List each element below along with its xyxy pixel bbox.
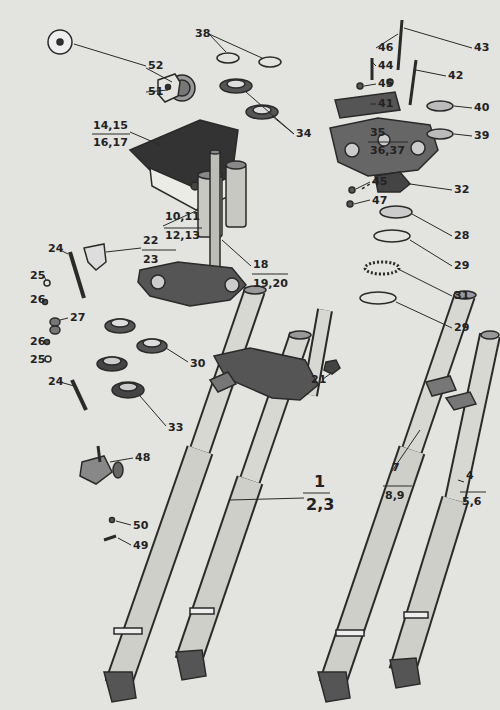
callout-number: 32	[454, 184, 469, 195]
callout-number: 40	[474, 102, 489, 113]
callout-number: 26	[30, 336, 45, 347]
callout-number: 24	[48, 376, 63, 387]
callout-number: 28	[454, 230, 469, 241]
callout-number: 10,11	[165, 211, 200, 222]
callout-number: 8,9	[385, 490, 405, 501]
callout-number: 38	[195, 28, 210, 39]
callout-number: 5,6	[462, 496, 482, 507]
callout-number: 51	[148, 86, 163, 97]
callout-number: 39	[474, 130, 489, 141]
callout-number: 42	[448, 70, 463, 81]
callout-number: 19,20	[253, 278, 288, 289]
callout-number: 16,17	[93, 137, 128, 148]
callout-number: 29	[454, 322, 469, 333]
callout-number: 41	[378, 98, 393, 109]
callout-number: 24	[48, 243, 63, 254]
callout-number: 12,13	[165, 230, 200, 241]
callout-number: 23	[143, 254, 158, 265]
callout-number: 27	[70, 312, 85, 323]
callout-number: 30	[190, 358, 205, 369]
callout-number: 26	[30, 294, 45, 305]
callout-number: 22	[143, 235, 158, 246]
callout-number: 50	[133, 520, 148, 531]
callout-number: 52	[148, 60, 163, 71]
callout-number: 25	[30, 270, 45, 281]
callout-number: 21	[311, 374, 326, 385]
callout-number: 33	[168, 422, 183, 433]
callout-number: 48	[135, 452, 150, 463]
callout-number: 36,37	[370, 145, 405, 156]
callout-number: 49	[133, 540, 148, 551]
callout-number: 45	[378, 78, 393, 89]
callout-number: 14,15	[93, 120, 128, 131]
callout-number: 29	[454, 260, 469, 271]
callout-number: 35	[370, 127, 385, 138]
callout-number: 1	[314, 474, 325, 490]
callout-number: 18	[253, 259, 268, 270]
callout-number: 44	[378, 60, 393, 71]
callout-number: 31	[454, 290, 469, 301]
callout-number: 47	[372, 195, 387, 206]
callout-number: 34	[296, 128, 311, 139]
callout-number: 46	[378, 42, 393, 53]
callout-number: 45	[372, 176, 387, 187]
callout-number: 25	[30, 354, 45, 365]
callout-number: 2,3	[306, 497, 334, 513]
callout-number: 7	[392, 462, 400, 473]
callout-number: 4	[466, 470, 474, 481]
callout-number: 43	[474, 42, 489, 53]
